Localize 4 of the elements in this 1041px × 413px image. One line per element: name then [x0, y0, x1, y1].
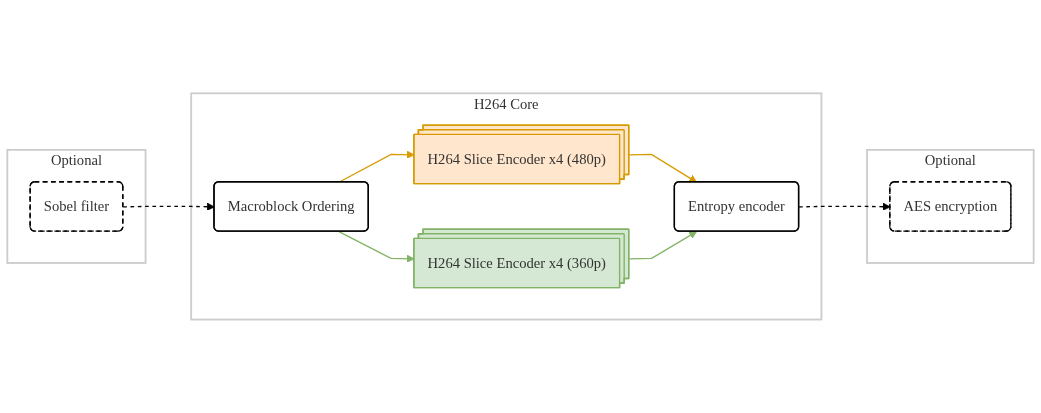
arrow	[122, 202, 215, 211]
arrow	[628, 231, 698, 260]
arrow	[338, 230, 415, 263]
arrow	[628, 153, 698, 183]
